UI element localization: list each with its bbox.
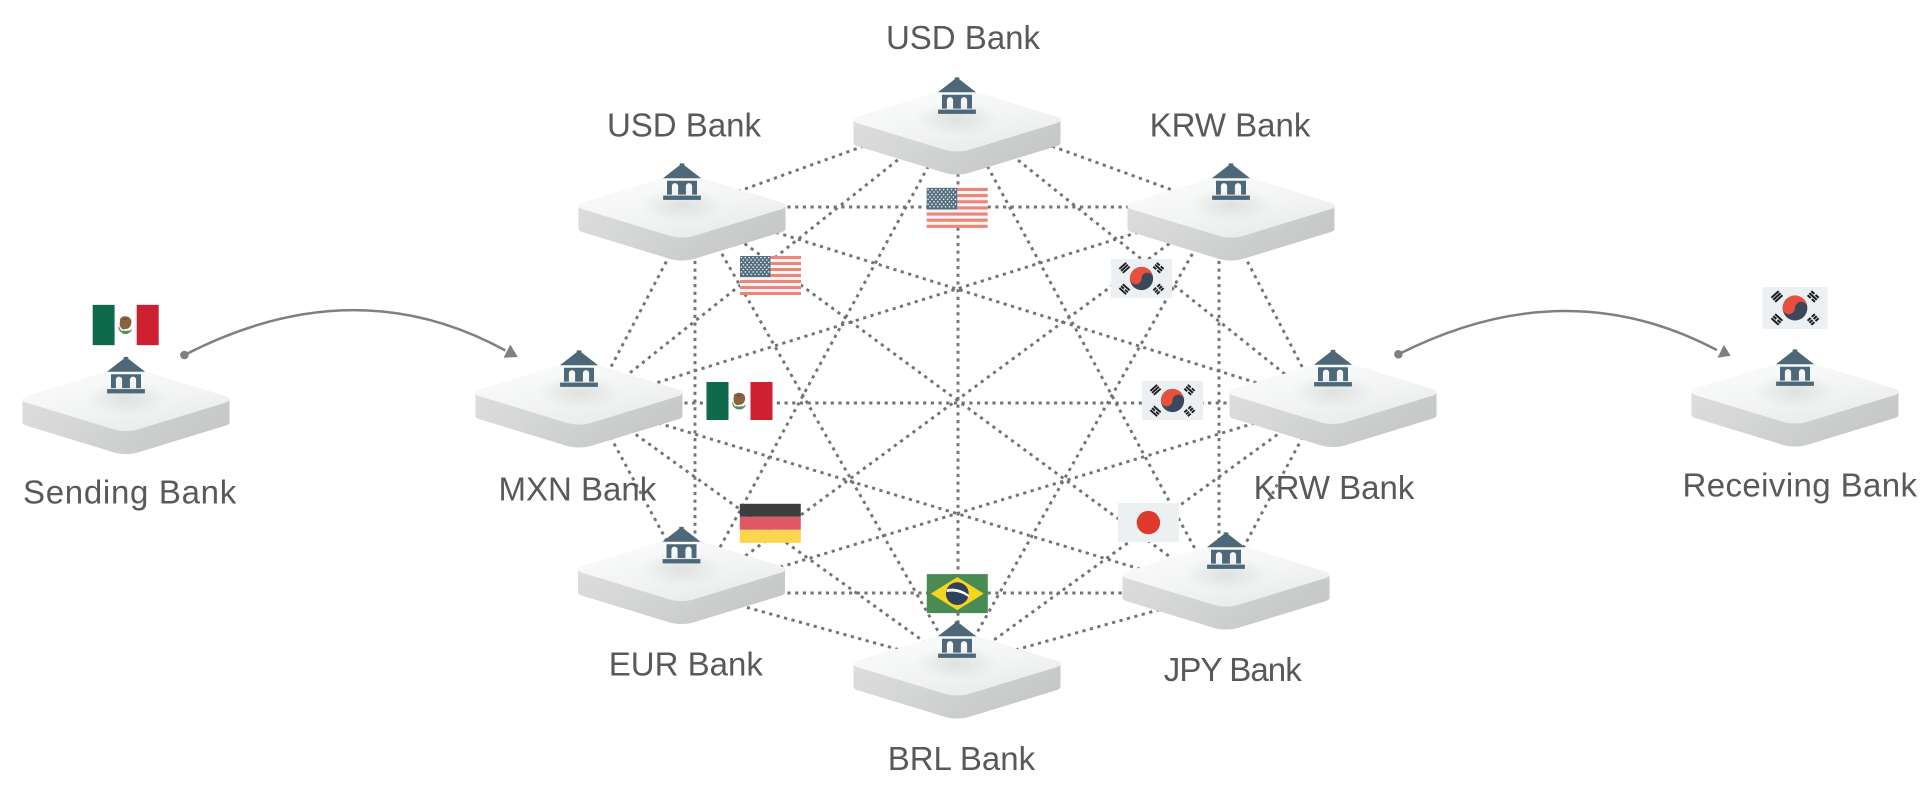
svg-text:USD Bank: USD Bank [886, 19, 1041, 56]
svg-text:BRL Bank: BRL Bank [888, 740, 1036, 777]
svg-text:EUR Bank: EUR Bank [609, 645, 764, 682]
svg-text:KRW Bank: KRW Bank [1254, 469, 1415, 506]
svg-text:Receiving Bank: Receiving Bank [1683, 466, 1918, 503]
svg-text:MXN Bank: MXN Bank [499, 471, 657, 508]
svg-text:JPY Bank: JPY Bank [1164, 651, 1303, 688]
svg-text:USD Bank: USD Bank [607, 106, 762, 143]
svg-text:Sending Bank: Sending Bank [23, 473, 237, 510]
svg-text:KRW Bank: KRW Bank [1150, 106, 1311, 143]
